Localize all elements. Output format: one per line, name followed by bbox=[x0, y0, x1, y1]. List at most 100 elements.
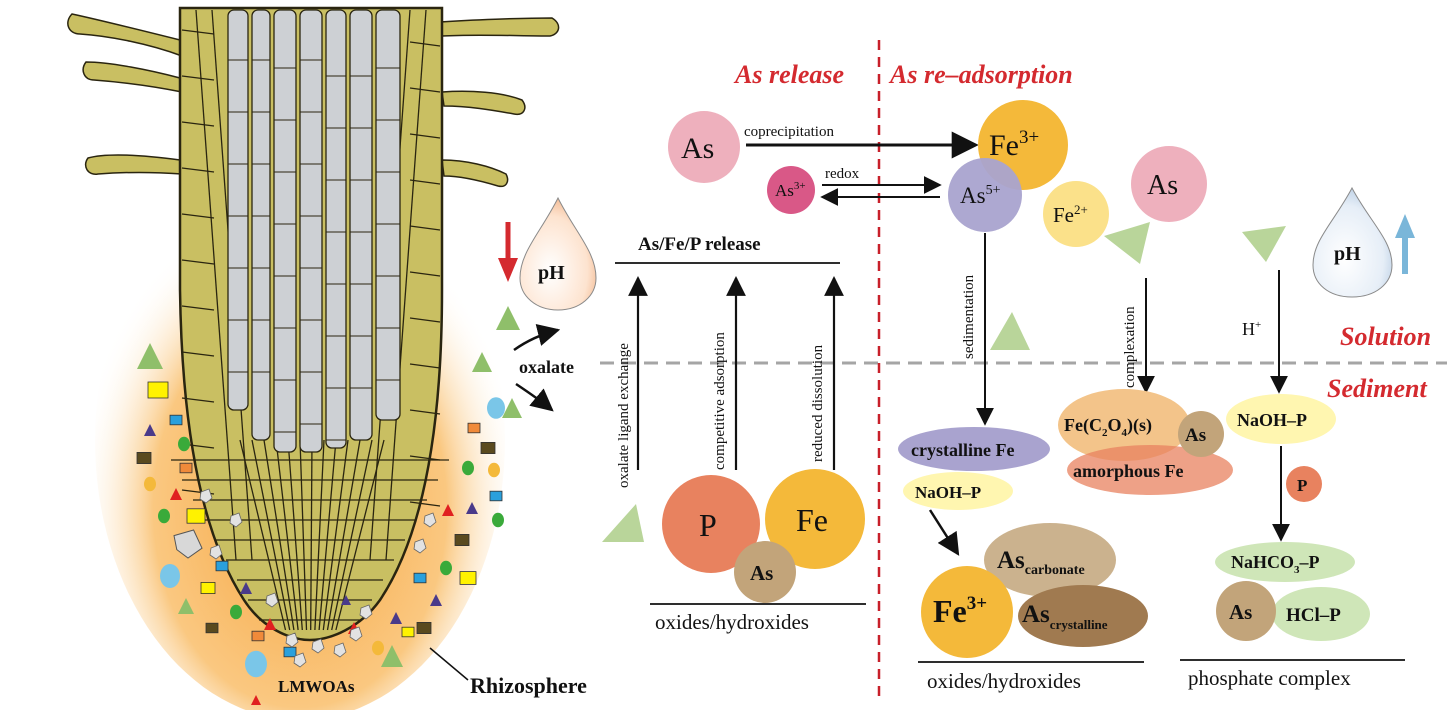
cell-wall bbox=[181, 29, 215, 35]
root-hair bbox=[84, 154, 183, 175]
root-cap-debris bbox=[311, 638, 325, 654]
cell-wall bbox=[326, 439, 361, 631]
oxalate-triangle-icon bbox=[990, 312, 1030, 350]
oxalate-triangle-icon bbox=[602, 504, 644, 542]
amorphous-fe-label: amorphous Fe bbox=[1073, 461, 1184, 481]
oxalate-arrow-down bbox=[515, 382, 554, 412]
as5-circle bbox=[948, 158, 1022, 232]
as-crystalline-label: Ascrystalline bbox=[1022, 601, 1108, 632]
soil-particle bbox=[251, 695, 261, 705]
fe3-sediment-label: Fe3+ bbox=[933, 593, 987, 629]
cell-wall bbox=[409, 133, 441, 139]
fe-particle-label: Fe bbox=[796, 502, 828, 538]
soil-particle bbox=[170, 488, 182, 500]
cell-wall bbox=[331, 439, 373, 631]
soil-particle bbox=[137, 343, 163, 369]
soil-particle bbox=[147, 381, 169, 399]
nahco3-p-ellipse bbox=[1215, 542, 1355, 582]
hcl-p-label: HCl–P bbox=[1286, 605, 1341, 626]
root-central-cells bbox=[227, 9, 401, 453]
soil-particle bbox=[487, 397, 505, 419]
soil-particle bbox=[144, 476, 156, 492]
fe2-circle bbox=[1043, 181, 1109, 247]
soil-particle bbox=[467, 422, 481, 434]
as-crystalline-ellipse bbox=[1018, 585, 1148, 647]
as-circle-right-label: As bbox=[1147, 170, 1178, 201]
fe-oxalate-label: Fe(C2O4)(s) bbox=[1064, 415, 1152, 439]
fe3-sediment-circle bbox=[921, 566, 1013, 658]
ph-increase-arrowhead-icon bbox=[1395, 214, 1415, 238]
cell-wall bbox=[181, 351, 215, 357]
ph-droplet-left bbox=[519, 196, 597, 311]
h-plus-label: H+ bbox=[1242, 319, 1261, 339]
cell-wall bbox=[322, 439, 349, 631]
soil-particle bbox=[401, 626, 415, 638]
soil-particle bbox=[264, 618, 276, 630]
soil-particle bbox=[381, 645, 403, 667]
soil-particle bbox=[488, 462, 500, 478]
p-small-label: P bbox=[1297, 476, 1307, 495]
p-particle bbox=[662, 475, 760, 573]
as-particle-label: As bbox=[750, 561, 773, 585]
soil-particle bbox=[158, 508, 170, 524]
as3-circle bbox=[767, 166, 815, 214]
naoh-p-ellipse-left bbox=[903, 472, 1013, 510]
rhizosphere-leader-line bbox=[429, 647, 469, 681]
p-particle-label: P bbox=[699, 507, 717, 543]
cell-wall bbox=[409, 317, 441, 323]
soil-particle bbox=[283, 646, 297, 658]
soil-particle bbox=[245, 650, 267, 678]
soil-particle bbox=[454, 534, 470, 547]
coprecipitation-label: coprecipitation bbox=[744, 124, 834, 140]
soil-particle bbox=[178, 598, 194, 614]
soil-particle bbox=[186, 508, 206, 524]
soil-particle bbox=[390, 612, 402, 624]
root-illustration bbox=[67, 6, 560, 710]
cell-wall bbox=[181, 213, 215, 219]
soil-particle bbox=[416, 622, 432, 635]
cell-wall bbox=[409, 179, 441, 185]
as-circle-right bbox=[1131, 146, 1207, 222]
as-complex-label: As bbox=[1185, 425, 1206, 446]
soil-particle bbox=[430, 594, 442, 606]
cell-wall bbox=[275, 439, 299, 631]
root-cap-debris bbox=[423, 512, 437, 528]
as5-label: As5+ bbox=[960, 183, 1001, 208]
naoh-p-ellipse-right bbox=[1226, 394, 1336, 444]
nahco3-p-label: NaHCO3–P bbox=[1231, 552, 1320, 576]
fe2-label: Fe2+ bbox=[1053, 202, 1088, 227]
crystalline-fe-ellipse bbox=[898, 427, 1050, 471]
oxalate-label: oxalate bbox=[519, 357, 574, 377]
p-small-circle bbox=[1286, 466, 1322, 502]
as-phosphate-label: As bbox=[1229, 600, 1252, 624]
header-as-release: As release bbox=[733, 60, 844, 89]
as-carbonate-ellipse bbox=[984, 523, 1116, 597]
cell-wall bbox=[335, 439, 385, 631]
central-cell bbox=[375, 9, 401, 421]
root-cap-debris bbox=[229, 512, 243, 528]
root-hair bbox=[441, 90, 526, 116]
cell-wall bbox=[409, 87, 441, 93]
root-cap-debris bbox=[293, 652, 307, 668]
root-hair bbox=[441, 159, 509, 188]
root-hair bbox=[82, 61, 183, 93]
soil-particle bbox=[502, 398, 522, 418]
soil-particle bbox=[480, 441, 496, 454]
zone-sediment-label: Sediment bbox=[1327, 374, 1427, 403]
central-cell bbox=[325, 9, 347, 449]
root-cap-debris bbox=[209, 544, 223, 560]
mechanism-reduced-dissolution: reduced dissolution bbox=[810, 344, 826, 462]
cell-wall bbox=[310, 439, 313, 631]
soil-particle bbox=[341, 595, 351, 605]
soil-particle bbox=[179, 462, 193, 474]
central-cell bbox=[227, 9, 249, 411]
hcl-p-ellipse bbox=[1272, 587, 1370, 641]
fe3-label: Fe3+ bbox=[989, 127, 1039, 162]
soil-particle bbox=[459, 571, 477, 585]
cell-wall bbox=[409, 409, 441, 415]
root-cap-debris bbox=[359, 604, 373, 620]
root-cap-debris bbox=[413, 538, 427, 554]
cell-wall bbox=[181, 121, 215, 127]
soil-particle bbox=[251, 630, 265, 642]
ph-right-label: pH bbox=[1334, 243, 1361, 265]
